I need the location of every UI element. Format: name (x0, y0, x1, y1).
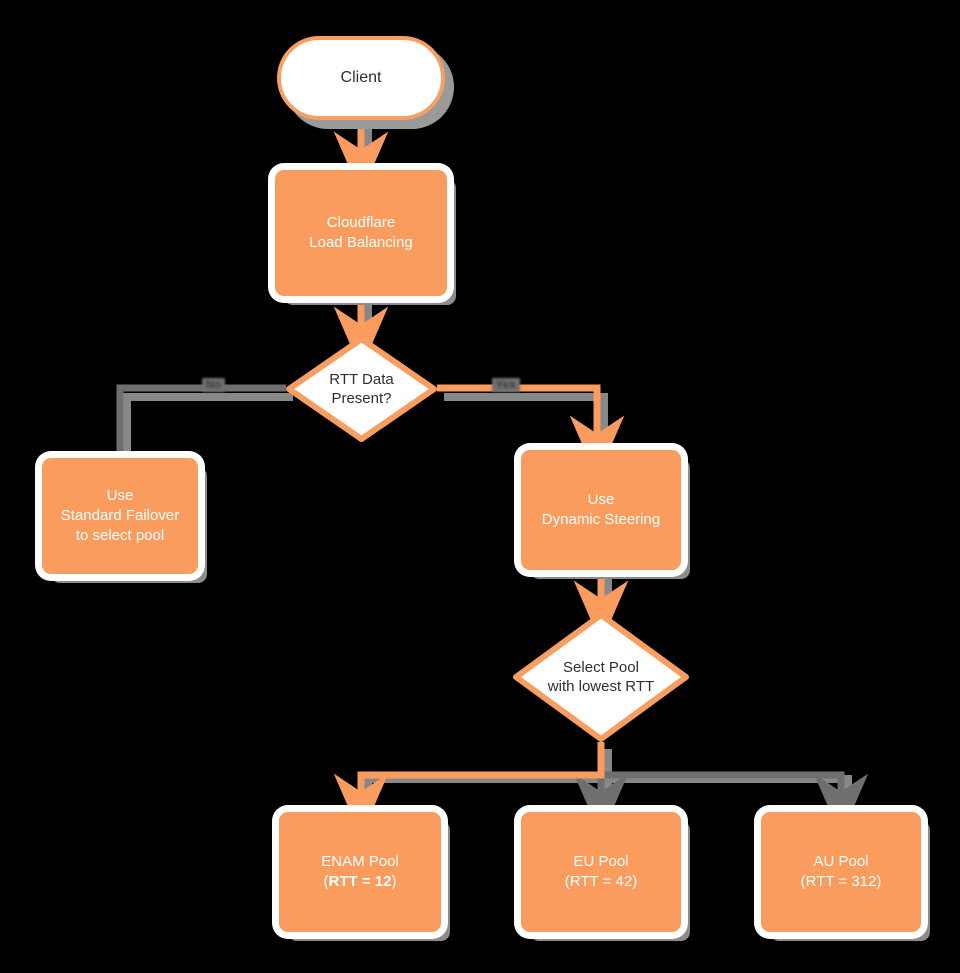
edge-decision-to-steering (437, 384, 625, 479)
node-client[interactable]: Client (277, 36, 445, 120)
failover-line-3: to select pool (75, 526, 165, 544)
enam-pool-metric: (RTT = 12) (321, 872, 399, 892)
node-load-balancing-label: Cloudflare Load Balancing (309, 213, 412, 253)
eu-metric-close: ) (632, 873, 638, 890)
au-metric-value: RTT = 312 (805, 873, 877, 890)
steering-line-2: Dynamic Steering (541, 511, 661, 528)
node-client-label: Client (340, 69, 382, 87)
node-rtt-decision[interactable]: RTT Data Present? (286, 336, 437, 442)
eu-pool-metric: (RTT = 42) (565, 872, 637, 892)
node-eu-pool[interactable]: EU Pool (RTT = 42) (521, 812, 681, 932)
node-select-pool[interactable]: Select Pool with lowest RTT (513, 612, 689, 742)
edge-label-no: No (202, 378, 226, 392)
edge-select-to-enam (333, 742, 605, 837)
enam-metric-close: ) (391, 873, 397, 890)
failover-line-2: Standard Failover (60, 507, 180, 525)
au-metric-open: ( (800, 873, 806, 890)
node-enam-pool-label: ENAM Pool (RTT = 12) (321, 852, 399, 892)
node-au-pool-label: AU Pool (RTT = 312) (801, 852, 882, 892)
node-eu-pool-label: EU Pool (RTT = 42) (565, 852, 637, 892)
failover-line-1: Use (106, 487, 134, 505)
eu-pool-name: EU Pool (573, 853, 629, 871)
rtt-decision-shape (286, 336, 437, 442)
node-enam-pool[interactable]: ENAM Pool (RTT = 12) (279, 812, 441, 932)
node-standard-failover-label: Use Standard Failover to select pool (61, 486, 179, 545)
node-load-balancing[interactable]: Cloudflare Load Balancing (275, 170, 447, 296)
au-pool-name: AU Pool (813, 853, 869, 871)
au-pool-metric: (RTT = 312) (801, 872, 882, 892)
steering-line-1: Use (587, 491, 615, 509)
eu-metric-open: ( (564, 873, 570, 890)
edge-select-to-au (601, 771, 869, 837)
lb-line-2: Load Balancing (309, 234, 413, 251)
au-metric-close: ) (876, 873, 882, 890)
node-standard-failover[interactable]: Use Standard Failover to select pool (42, 458, 198, 574)
enam-pool-name: ENAM Pool (321, 853, 399, 871)
enam-metric-open: ( (323, 873, 329, 890)
select-pool-shape (513, 612, 689, 742)
enam-metric-value: RTT = 12 (328, 873, 392, 890)
edge-label-yes: Yes (492, 378, 520, 392)
node-dynamic-steering[interactable]: Use Dynamic Steering (521, 450, 681, 570)
edge-decision-to-failover (116, 384, 286, 458)
eu-metric-value: RTT = 42 (569, 873, 633, 890)
node-dynamic-steering-label: Use Dynamic Steering (542, 490, 660, 530)
lb-line-1: Cloudflare (326, 214, 396, 232)
node-au-pool[interactable]: AU Pool (RTT = 312) (761, 812, 921, 932)
